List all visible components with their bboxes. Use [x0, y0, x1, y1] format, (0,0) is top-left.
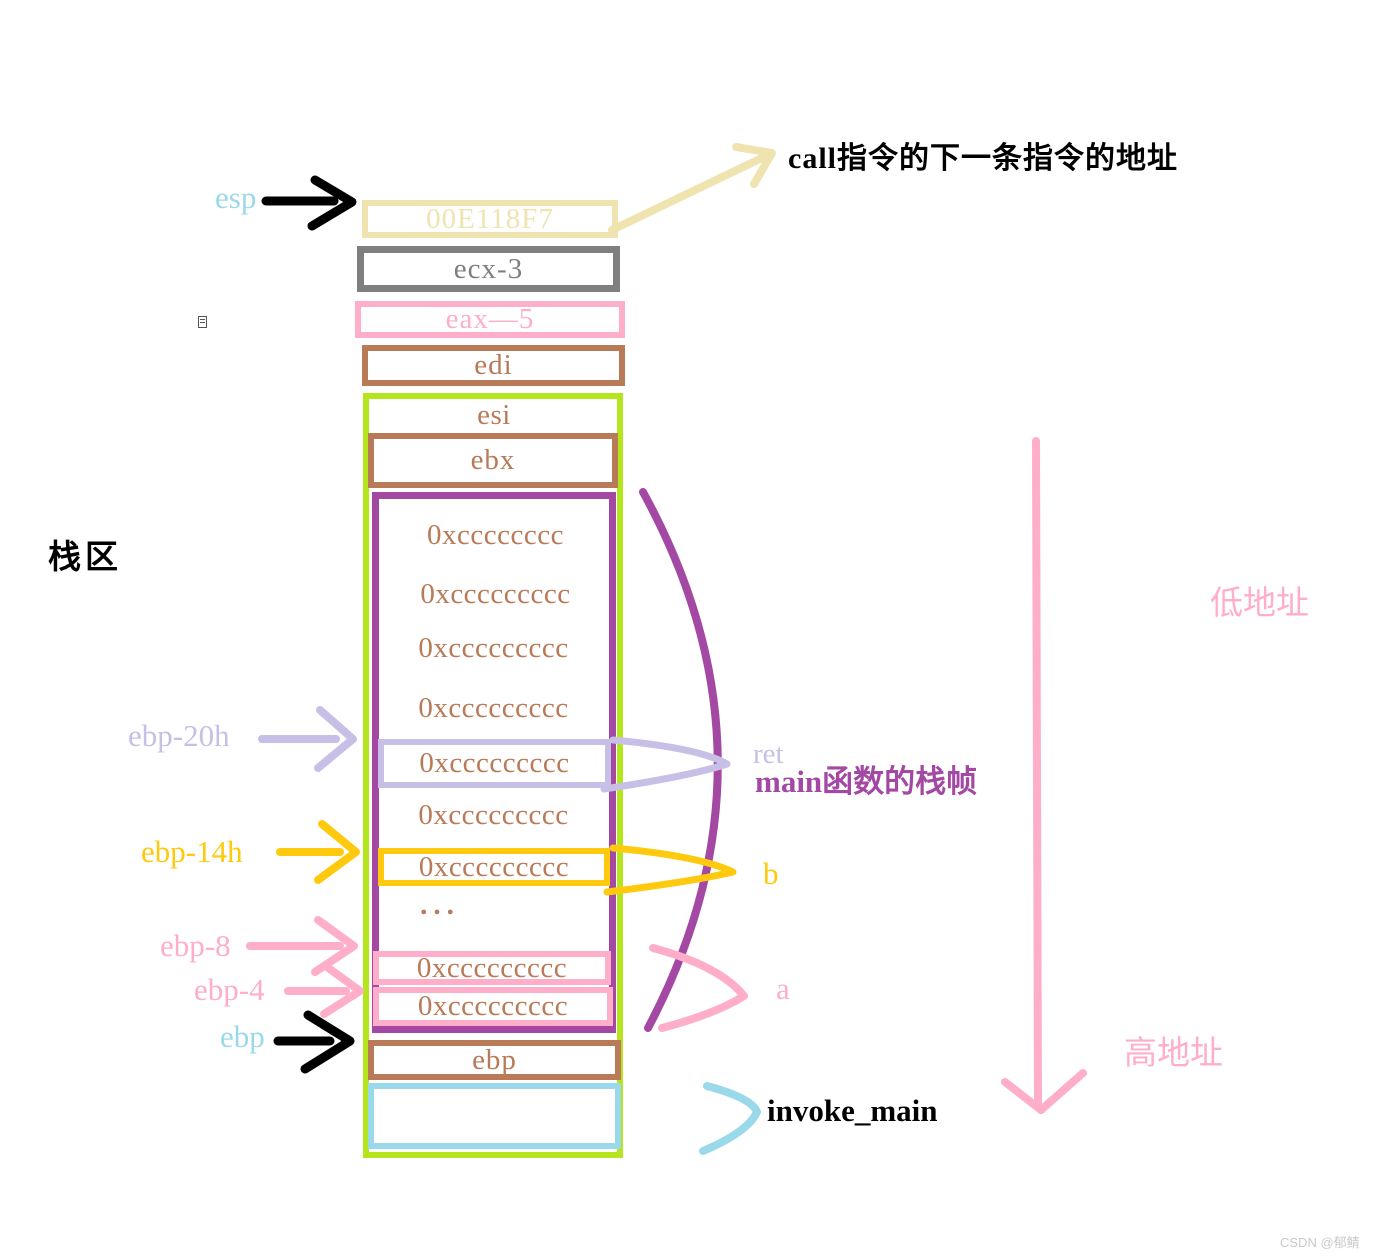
stack-area-label: 栈区 [48, 540, 122, 576]
invoke-main-annotation: invoke_main [767, 1093, 938, 1128]
b-bracket [603, 844, 737, 896]
call-next-instruction-note: call指令的下一条指令的地址 [788, 142, 1178, 175]
a-bracket [649, 944, 748, 1032]
object-placeholder-icon [198, 316, 207, 328]
frame-row-b-highlight: 0xccccccccc [378, 848, 610, 886]
frame-row: 0xccccccccc [418, 631, 569, 664]
ebp-14h-arrow [276, 820, 360, 884]
main-frame-brace [639, 488, 722, 1032]
frame-row: 0xcccccccc [427, 518, 564, 551]
ebp-8-pointer-label: ebp-8 [160, 928, 231, 963]
ebx-cell: ebx [368, 433, 618, 488]
var-b-annotation: b [763, 856, 779, 891]
ebp-pointer-label: ebp [220, 1019, 265, 1054]
frame-row-a-highlight: 0xccccccccc [373, 951, 611, 985]
var-a-annotation: a [776, 971, 790, 1006]
ebp-4-pointer-label: ebp-4 [194, 972, 265, 1007]
ebp-arrow [273, 1010, 355, 1074]
main-frame-outline [372, 492, 616, 1033]
frame-row: 0xccccccccc [418, 798, 569, 831]
frame-row-ret-highlight: 0xccccccccc [378, 739, 611, 788]
watermark: CSDN @郁鲭 [1280, 1235, 1360, 1250]
frame-row-ellipsis: ... [420, 888, 460, 921]
invoke-main-bracket [699, 1082, 761, 1155]
ebp-14h-pointer-label: ebp-14h [141, 834, 243, 869]
frame-row: 0xccccccccc [420, 577, 571, 610]
edi-cell: edi [362, 345, 625, 386]
frame-row: 0xccccccccc [418, 691, 569, 724]
esp-arrow [261, 175, 357, 231]
ebp-20h-pointer-label: ebp-20h [128, 718, 230, 753]
low-address-label: 低地址 [1210, 586, 1309, 622]
esp-pointer-label: esp [215, 180, 257, 215]
high-address-label: 高地址 [1124, 1036, 1223, 1072]
saved-ebp-cell: ebp [368, 1040, 621, 1080]
return-address-cell: 00E118F7 [362, 200, 618, 238]
main-frame-annotation: main函数的栈帧 [755, 764, 978, 799]
ebp-8-arrow [246, 916, 358, 976]
ebp-20h-arrow [258, 706, 357, 772]
eax-cell: eax—5 [355, 301, 625, 338]
ret-annotation: ret [753, 738, 784, 770]
frame-row-a-highlight: 0xccccccccc [373, 987, 613, 1026]
address-direction-arrow [1001, 437, 1087, 1114]
invoke-main-empty-cell [368, 1083, 621, 1149]
ecx-cell: ecx-3 [357, 246, 620, 292]
ebp-4-arrow [284, 963, 364, 1018]
call-arrow [608, 143, 776, 234]
esi-cell: esi [477, 398, 511, 431]
